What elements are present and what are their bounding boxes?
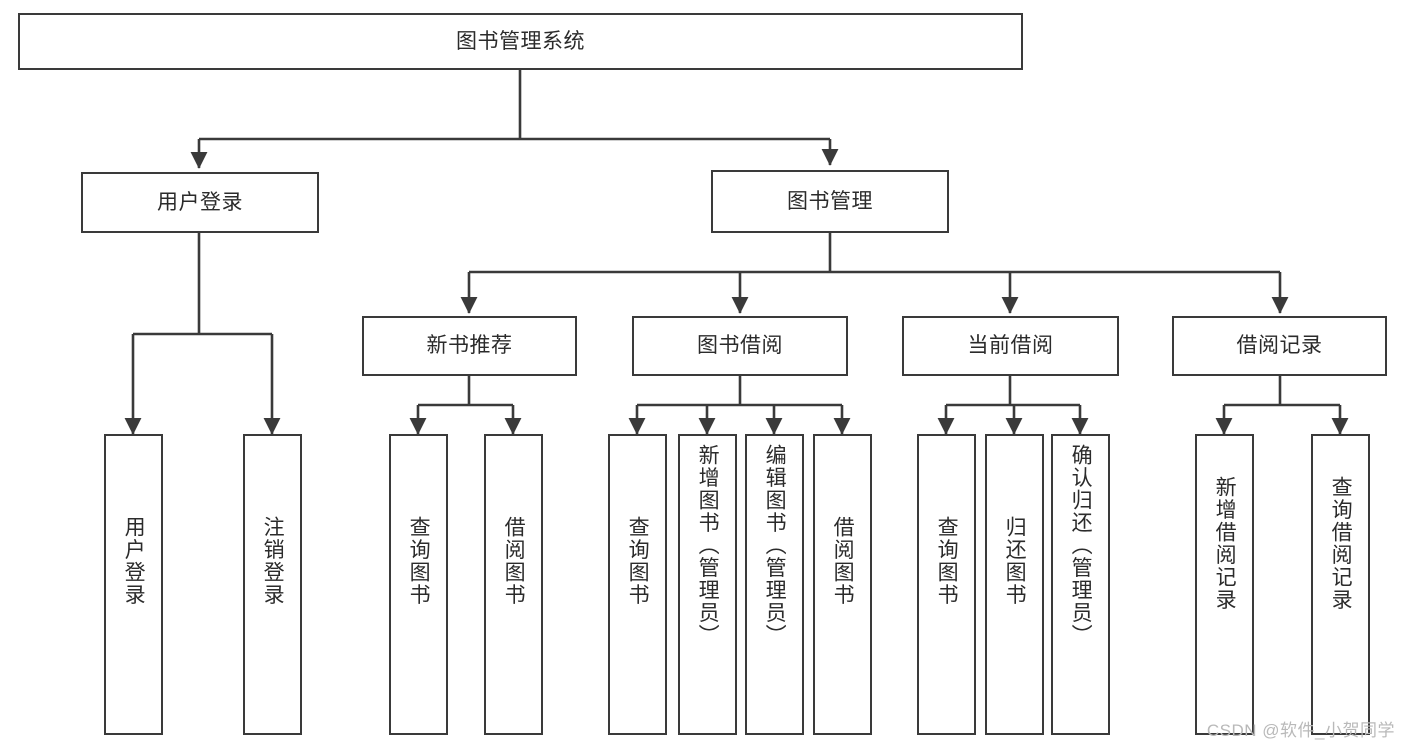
leaf-borrow-book-2-label: 借阅图书 <box>831 516 855 606</box>
leaf-query-book-3-label: 查询图书 <box>935 516 959 606</box>
watermark: CSDN @软件_小贺同学 <box>1206 721 1395 740</box>
leaf-confirm-return-label: 确认归还（管理员） <box>1069 444 1093 647</box>
leaf-query-book-1-label: 查询图书 <box>407 516 431 606</box>
node-current-borrow-label: 当前借阅 <box>967 334 1054 358</box>
node-book-borrow-label: 图书借阅 <box>697 334 783 358</box>
leaf-logout[interactable]: 注销登录 <box>243 434 302 735</box>
node-current-borrow[interactable]: 当前借阅 <box>902 316 1119 376</box>
leaf-query-book-1[interactable]: 查询图书 <box>389 434 448 735</box>
leaf-add-book-label: 新增图书（管理员） <box>696 444 720 647</box>
leaf-query-book-3[interactable]: 查询图书 <box>917 434 976 735</box>
node-book-manage-label: 图书管理 <box>787 189 873 213</box>
leaf-user-login[interactable]: 用户登录 <box>104 434 163 735</box>
node-new-book-rec-label: 新书推荐 <box>426 334 513 358</box>
leaf-query-book-2[interactable]: 查询图书 <box>608 434 667 735</box>
leaf-user-login-label: 用户登录 <box>122 516 146 606</box>
leaf-borrow-book-1-label: 借阅图书 <box>502 516 526 606</box>
node-root[interactable]: 图书管理系统 <box>18 13 1023 70</box>
node-new-book-rec[interactable]: 新书推荐 <box>362 316 577 376</box>
node-book-manage[interactable]: 图书管理 <box>711 170 949 233</box>
leaf-query-record-label: 查询借阅记录 <box>1329 476 1353 611</box>
leaf-confirm-return[interactable]: 确认归还（管理员） <box>1051 434 1110 735</box>
leaf-add-record[interactable]: 新增借阅记录 <box>1195 434 1254 735</box>
leaf-query-book-2-label: 查询图书 <box>626 516 650 606</box>
node-borrow-record[interactable]: 借阅记录 <box>1172 316 1387 376</box>
leaf-query-record[interactable]: 查询借阅记录 <box>1311 434 1370 735</box>
leaf-logout-label: 注销登录 <box>261 516 285 606</box>
leaf-return-book-label: 归还图书 <box>1003 516 1027 606</box>
node-book-borrow[interactable]: 图书借阅 <box>632 316 848 376</box>
leaf-edit-book-label: 编辑图书（管理员） <box>763 444 787 647</box>
leaf-borrow-book-1[interactable]: 借阅图书 <box>484 434 543 735</box>
leaf-borrow-book-2[interactable]: 借阅图书 <box>813 434 872 735</box>
leaf-add-record-label: 新增借阅记录 <box>1213 476 1237 611</box>
node-borrow-record-label: 借阅记录 <box>1236 334 1323 358</box>
node-root-label: 图书管理系统 <box>456 29 585 53</box>
node-user-login[interactable]: 用户登录 <box>81 172 319 233</box>
node-user-login-label: 用户登录 <box>157 190 243 214</box>
leaf-edit-book[interactable]: 编辑图书（管理员） <box>745 434 804 735</box>
leaf-return-book[interactable]: 归还图书 <box>985 434 1044 735</box>
leaf-add-book[interactable]: 新增图书（管理员） <box>678 434 737 735</box>
